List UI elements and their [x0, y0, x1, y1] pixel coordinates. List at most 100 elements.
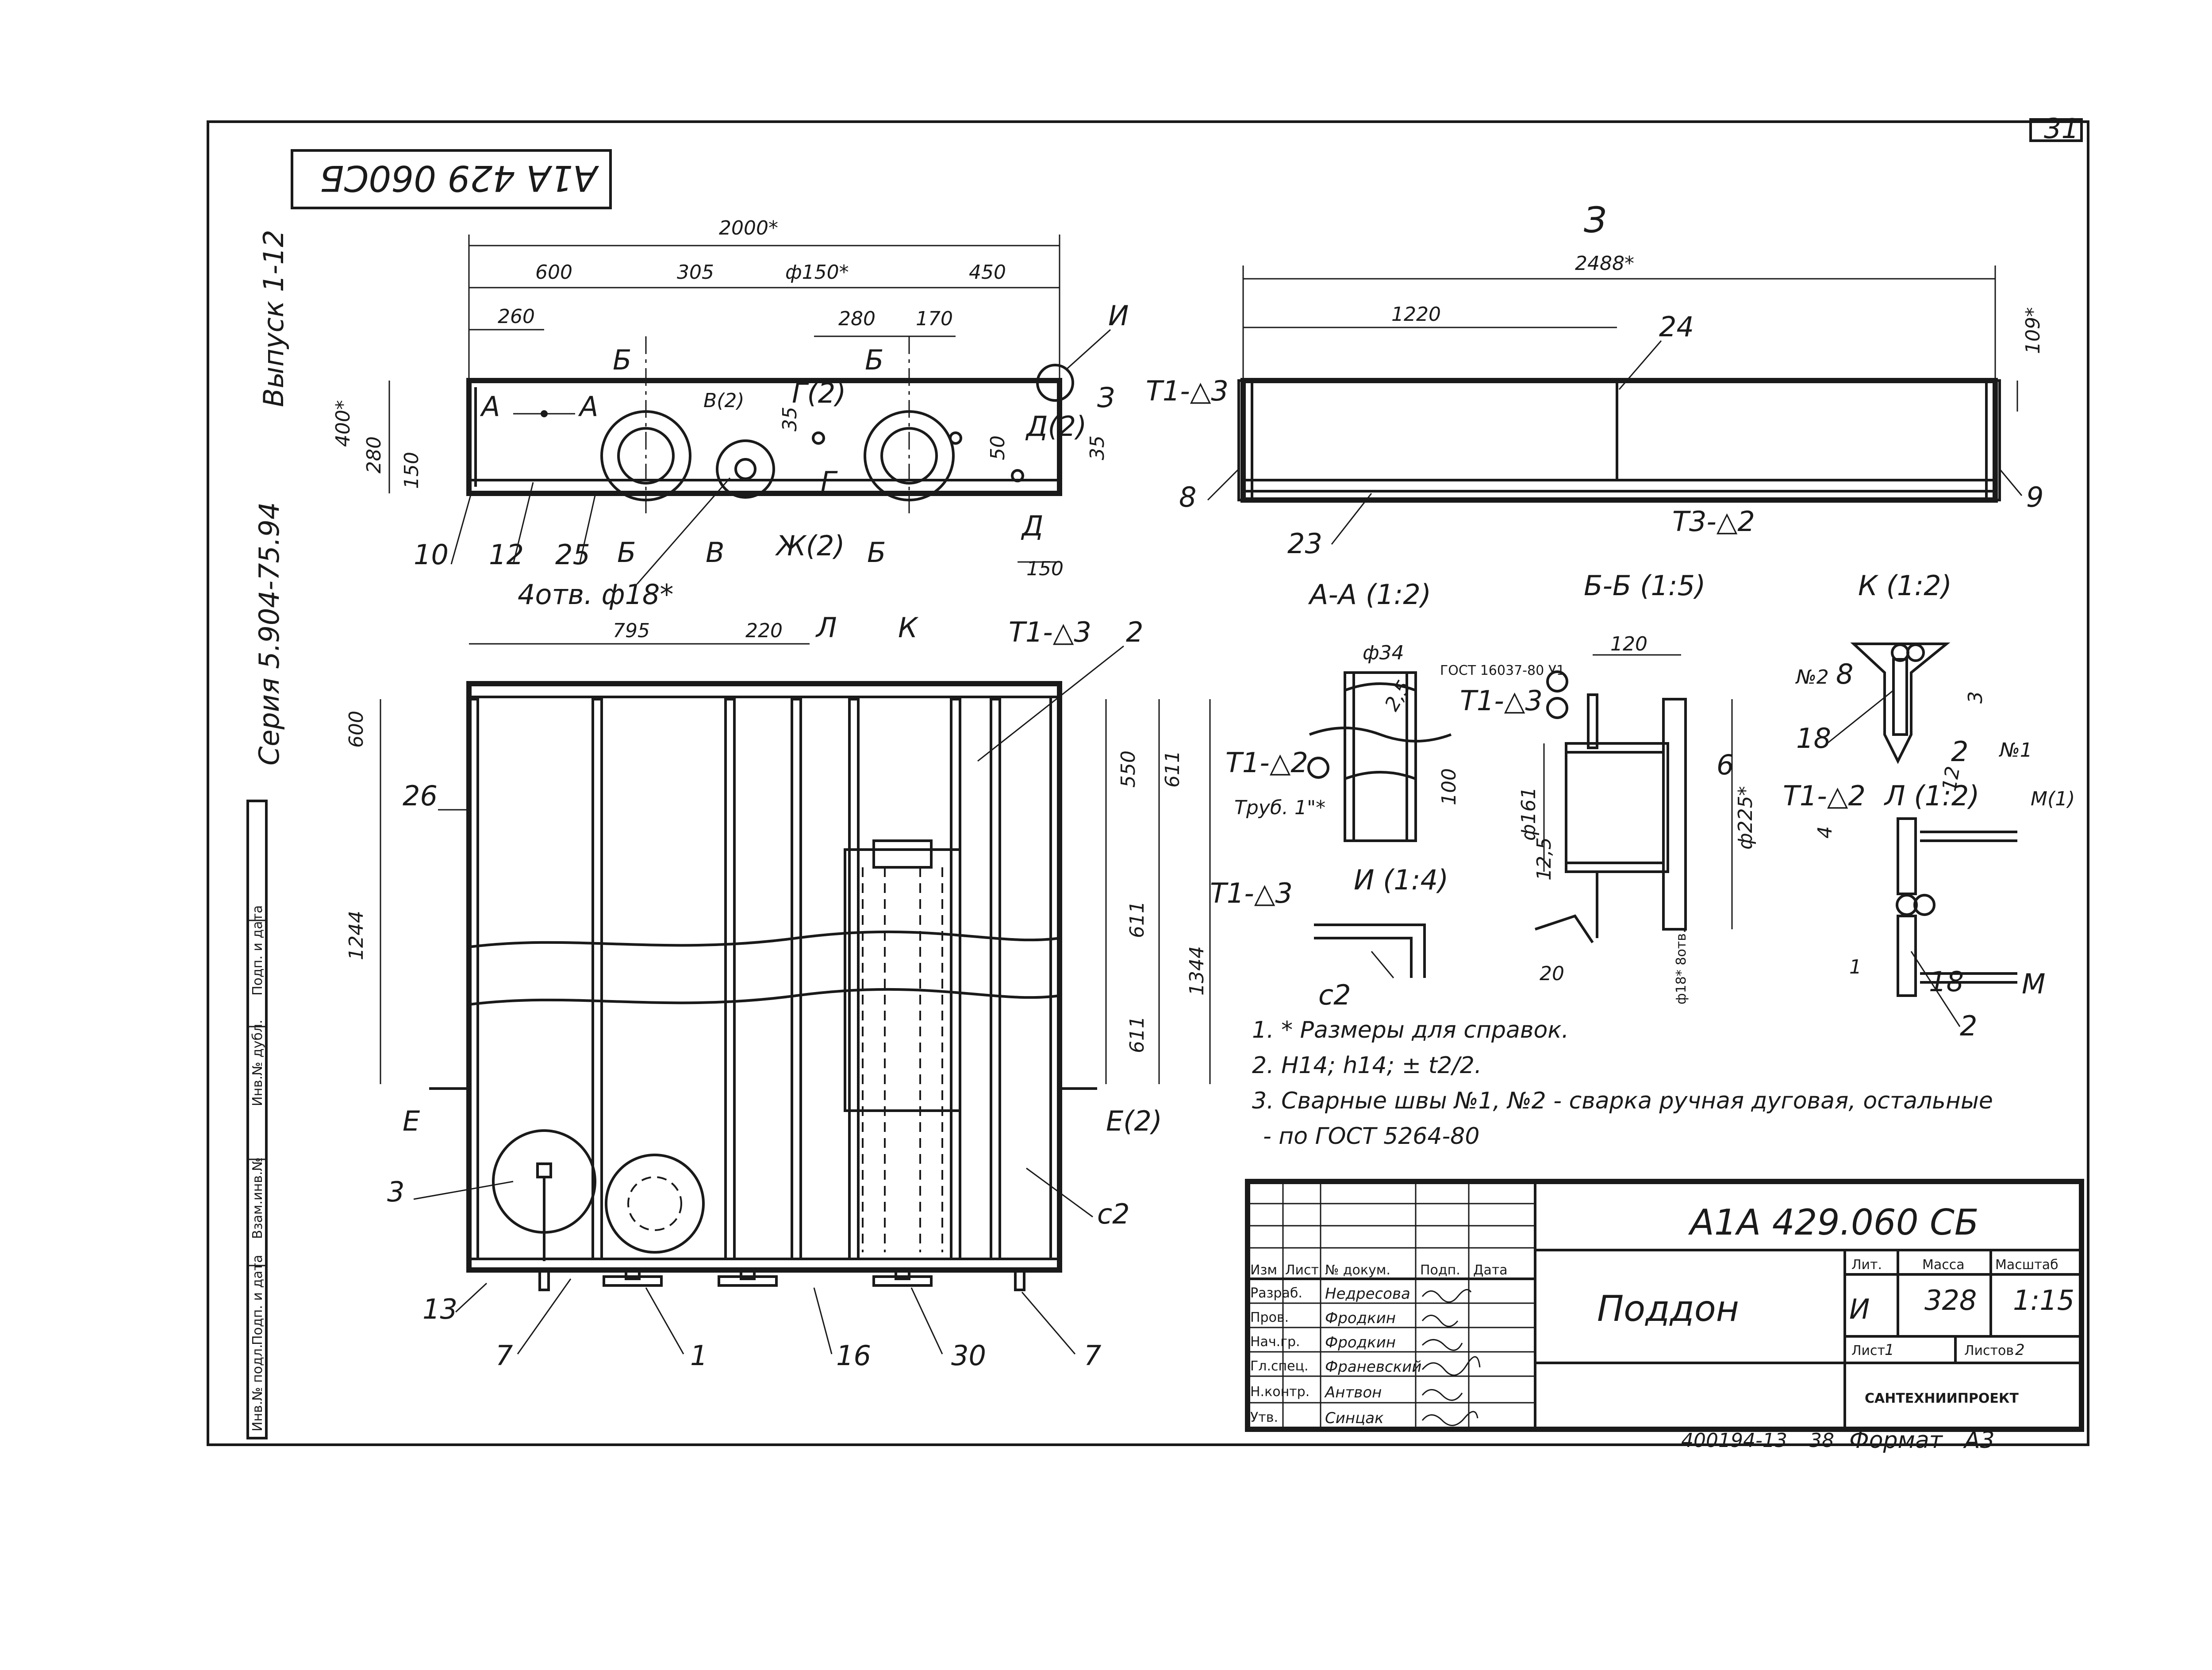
aa-d100: 100: [1438, 768, 1460, 805]
tb-sheet-value: 1: [1885, 1341, 1894, 1359]
top-view: 2000* 600 305 ф150* 450 260 280 170 400*…: [332, 217, 1129, 611]
bb-d6: 6: [1717, 749, 1734, 781]
mark-z: З: [1097, 381, 1115, 414]
plan-callout-30: 30: [951, 1339, 986, 1372]
dim-280: 280: [838, 308, 876, 330]
tb-person-1: Недресова: [1325, 1285, 1410, 1303]
aa-pipe: Труб. 1"*: [1234, 797, 1325, 819]
l-c2: 2: [1960, 1010, 1977, 1042]
tb-org: САНТЕХНИИПРОЕКТ: [1865, 1391, 2019, 1406]
tb-person-5: Антвон: [1324, 1384, 1382, 1401]
plan-dim-611a: 611: [1161, 750, 1184, 788]
stamp-label-3: Взам.инв.№: [250, 1157, 265, 1239]
mark-b-top-left: Б: [613, 344, 632, 376]
plan-dim-600: 600: [345, 711, 368, 748]
tb-role-5: Н.контр.: [1250, 1384, 1310, 1400]
mark-a-left: А: [480, 390, 500, 423]
section-l: Л (1:2) Т1-△2 №1 12 М(1) М 18 2 1 4: [1783, 739, 2075, 1042]
l-m1: М(1): [2031, 788, 2075, 810]
stamp-label-1: Инв.№ подл.: [250, 1344, 265, 1431]
tb-role-1: Разраб.: [1250, 1285, 1302, 1301]
side-callout-9: 9: [2026, 481, 2043, 513]
dim-35a: 35: [779, 407, 801, 431]
plan-callout-7b: 7: [1084, 1339, 1101, 1372]
side-callout-8: 8: [1179, 481, 1196, 513]
note-2: 2. Н14; h14; ± t2/2.: [1252, 1052, 1482, 1079]
mark-v-top: В(2): [703, 389, 745, 412]
sheet-frame: 31 А1А 429 060СБ Серия 5.904-75.94 Выпус…: [207, 112, 2089, 1454]
plan-label-e2: Е(2): [1106, 1105, 1162, 1137]
i-c2: с2: [1318, 979, 1351, 1011]
section-aa-title: А-А (1:2): [1308, 578, 1431, 611]
tb-role-2: Пров.: [1250, 1310, 1289, 1325]
plan-dim-550: 550: [1117, 750, 1140, 788]
side-callout-23: 23: [1287, 527, 1322, 560]
dim-305: 305: [677, 261, 714, 284]
tb-name: Поддон: [1597, 1288, 1739, 1329]
tb-lit-value: И: [1849, 1293, 1870, 1325]
mark-a-right: А: [578, 390, 598, 423]
mark-b-bottom-right: Б: [867, 536, 886, 569]
holes-label: 4отв. ф18*: [518, 578, 673, 611]
l-weld: Т1-△2: [1783, 780, 1866, 812]
tb-sheets-label: Листов: [1964, 1343, 2014, 1358]
notes: 1. * Размеры для справок. 2. Н14; h14; ±…: [1252, 1017, 1993, 1150]
dim-overall: 2000*: [719, 217, 778, 239]
tb-role-6: Утв.: [1250, 1410, 1278, 1425]
aa-r: 2,5: [1380, 677, 1415, 715]
l-d1: 1: [1849, 956, 1862, 978]
view-k: К (1:2) №2 8 18 2 3: [1795, 569, 1987, 768]
issue-vertical: Выпуск 1-12: [257, 230, 290, 407]
tb-sheets-value: 2: [2015, 1341, 2025, 1359]
note-3: 3. Сварные швы №1, №2 - сварка ручная ду…: [1252, 1088, 1993, 1114]
mark-i: И: [1108, 300, 1129, 332]
bb-gost: ГОСТ 16037-80 У1: [1440, 663, 1565, 678]
tb-person-3: Фродкин: [1325, 1334, 1396, 1351]
side-dim-109: 109*: [2022, 307, 2044, 354]
plan-weld-side: Т1-△3: [1210, 877, 1293, 909]
plan-dim-611b: 611: [1126, 901, 1148, 938]
l-n1: №1: [1998, 739, 2032, 762]
k-d3: 3: [1964, 691, 1987, 704]
mark-g-bottom: Г: [821, 466, 838, 498]
dim-170: 170: [916, 308, 953, 330]
view-k-title: К (1:2): [1858, 569, 1952, 602]
l-d4: 4: [1814, 826, 1836, 839]
plan-view: 795 220 600 1244 550 611 611 611 1344 Л …: [345, 612, 1293, 1372]
stamp-label-5: Подп. и дата: [250, 905, 265, 996]
section-l-title: Л (1:2): [1884, 780, 1980, 812]
dim-150b: 150: [1026, 558, 1064, 580]
tb-hdr-izm: Изм: [1250, 1262, 1277, 1278]
page-number: 31: [2044, 112, 2079, 145]
tb-hdr-list: Лист: [1285, 1262, 1319, 1278]
plan-label-l: Л: [815, 612, 837, 644]
dim-50: 50: [987, 435, 1009, 460]
tb-scale-value: 1:15: [2013, 1284, 2074, 1316]
dim-35b: 35: [1086, 435, 1109, 460]
bb-weld: Т1-△3: [1460, 685, 1543, 717]
tb-hdr-data: Дата: [1473, 1262, 1508, 1278]
k-d2: 2: [1951, 735, 1968, 768]
side-weld-bottom: Т3-△2: [1672, 505, 1755, 538]
tb-scale-label: Масштаб: [1995, 1257, 2058, 1273]
side-stamp: Инв.№ подл. Подп. и дата Взам.инв.№ Инв.…: [246, 800, 268, 1439]
section-aa: А-А (1:2) ф34 100 2,5 Т1-△2 Труб. 1"*: [1225, 578, 1460, 842]
section-bb-title: Б-Б (1:5): [1584, 569, 1705, 602]
side-weld-top: Т1-△3: [1146, 375, 1229, 407]
bb-holes: ф18* 8отв.: [1674, 929, 1689, 1005]
tb-person-6: Синцак: [1325, 1409, 1384, 1427]
title-block: Изм Лист № докум. Подп. Дата Разраб. Про…: [1245, 1179, 2084, 1432]
dim-150v: 150: [400, 452, 423, 489]
bottom-code: 400194-13: [1681, 1429, 1787, 1452]
tb-mass-value: 328: [1924, 1284, 1977, 1316]
bb-d12: 12,5: [1533, 837, 1555, 881]
plan-callout-13: 13: [422, 1293, 457, 1325]
note-1: 1. * Размеры для справок.: [1252, 1017, 1569, 1043]
dim-260: 260: [498, 305, 535, 328]
tb-hdr-dok: № докум.: [1325, 1262, 1390, 1278]
tb-doc-code: А1А 429.060 СБ: [1688, 1202, 1979, 1243]
drain-disc-right: [605, 1154, 705, 1254]
callout-10: 10: [414, 539, 449, 571]
mark-g-top: Г(2): [792, 377, 846, 409]
